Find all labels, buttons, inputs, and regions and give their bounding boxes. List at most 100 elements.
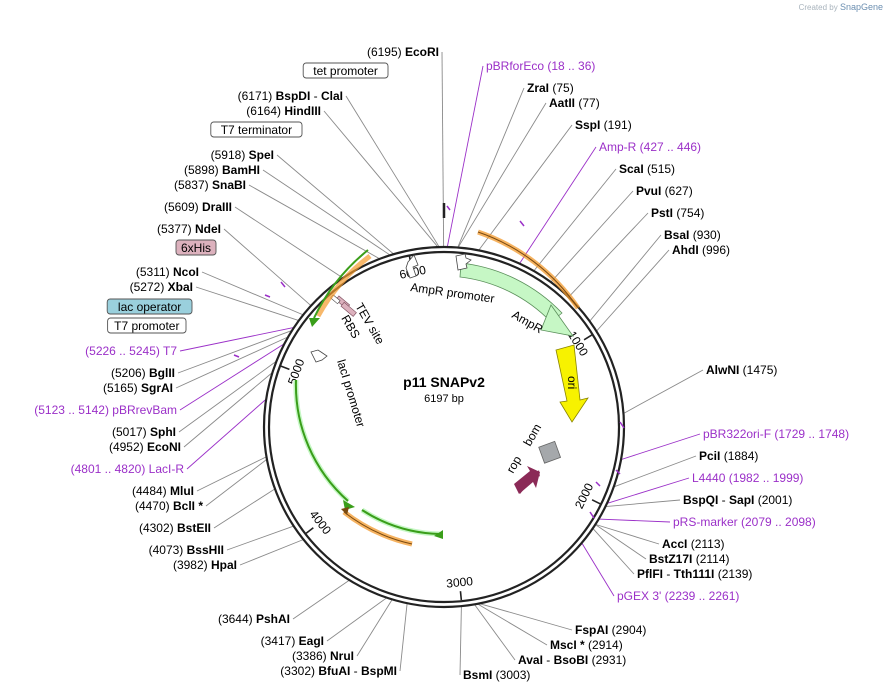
site-label: (3302) BfuAI - BspMI	[280, 664, 397, 678]
left-label-20: (4952) EcoNI	[109, 440, 181, 454]
site-label: AvaI - BsoBI (2931)	[518, 653, 626, 667]
plasmid-name: p11 SNAPv2	[403, 374, 485, 390]
leader-line	[239, 539, 304, 566]
leader-line	[479, 603, 573, 631]
ori-label: ori	[565, 376, 579, 389]
left-label-26: (3982) HpaI	[173, 558, 237, 572]
site-label: AatII (77)	[549, 96, 600, 110]
leader-line	[620, 433, 701, 461]
left-label-22: (4484) MluI	[132, 484, 194, 498]
site-label: PflFI - Tth111I (2139)	[637, 567, 752, 581]
ampr-promoter-arrow	[455, 253, 472, 271]
leader-line	[356, 599, 393, 657]
left-label-9: (5377) NdeI	[157, 222, 221, 236]
bottom-green-line	[361, 509, 441, 535]
leader-line	[179, 326, 295, 352]
bottom-orange-line	[343, 511, 413, 545]
leader-line	[326, 597, 388, 642]
left-label-1: tet promoter	[302, 62, 389, 79]
site-label: (5311) NcoI	[136, 265, 199, 279]
tev-site-box	[340, 301, 357, 317]
left-label-15: (5226 .. 5245) T7	[85, 344, 177, 358]
laci-promoter-arrow	[310, 349, 328, 363]
leader-line	[478, 124, 573, 251]
tick-label: 4000	[307, 508, 335, 538]
site-label: (4952) EcoNI	[109, 440, 181, 454]
snap-arrow-arc	[315, 254, 372, 318]
site-label: BsmI (3003)	[463, 668, 530, 682]
leader-line	[550, 190, 634, 283]
ori-arrow	[555, 344, 589, 423]
leader-line	[519, 146, 597, 264]
site-label: (5609) DraIII	[164, 200, 232, 214]
bom-box	[538, 440, 562, 464]
left-label-12: (5272) XbaI	[130, 280, 193, 294]
site-label: AccI (2113)	[662, 537, 725, 551]
left-label-27: (3644) PshAI	[218, 612, 290, 626]
leader-lines	[175, 51, 704, 676]
leader-line	[623, 369, 704, 414]
feature-label-text: tet promoter	[313, 64, 378, 78]
left-label-6: (5898) BamHI	[184, 163, 260, 177]
right-label-2: AatII (77)	[549, 96, 600, 110]
tick-mark	[280, 365, 290, 371]
leader-line	[596, 249, 670, 332]
feature-label-box	[302, 62, 389, 79]
snapgene-brand: SnapGene	[839, 2, 883, 12]
leader-line	[459, 606, 462, 676]
right-label-0: pBRforEco (18 .. 36)	[486, 59, 595, 73]
backbone-inner	[267, 250, 621, 604]
site-label: (5837) SnaBI	[174, 178, 246, 192]
primer-label: (4801 .. 4820) LacI-R	[71, 462, 185, 476]
laci-arrow-arc	[293, 379, 350, 503]
site-label: MscI * (2914)	[550, 638, 623, 652]
site-label: (5165) SgrAI	[103, 381, 173, 395]
left-label-10: 6xHis	[175, 239, 217, 256]
left-label-21: (4801 .. 4820) LacI-R	[71, 462, 185, 476]
plasmid-length: 6197 bp	[424, 393, 464, 405]
leader-line	[323, 110, 439, 248]
site-label: BsaI (930)	[664, 228, 721, 242]
primer-label: Amp-R (427 .. 446)	[599, 140, 701, 154]
primer-label: pGEX 3' (2239 .. 2261)	[617, 589, 739, 603]
leader-line	[568, 212, 649, 298]
left-label-8: (5609) DraIII	[164, 200, 232, 214]
leader-line	[446, 65, 484, 248]
site-label: (5918) SpeI	[211, 148, 274, 162]
right-label-23: BsmI (3003)	[463, 668, 530, 682]
ampr-promoter-label: AmpR promoter	[410, 280, 496, 306]
snap-arrow-line	[313, 249, 369, 319]
right-label-9: AhdI (996)	[672, 243, 730, 257]
primer-mark	[595, 481, 601, 487]
leader-line	[175, 336, 289, 389]
left-label-16: (5206) BglII	[111, 366, 175, 380]
left-label-3: (6164) HindIII	[246, 104, 321, 118]
site-label: (3386) NruI	[292, 649, 354, 663]
tick-label: 3000	[446, 574, 474, 591]
primer-label: (5226 .. 5245) T7	[85, 344, 177, 358]
feature-label-box	[106, 298, 193, 315]
leader-line	[177, 330, 293, 374]
leader-line	[345, 95, 440, 248]
primer-label: pBRforEco (18 .. 36)	[486, 59, 595, 73]
right-label-3: SspI (191)	[575, 118, 632, 132]
leader-line	[474, 604, 516, 661]
site-label: (3417) EagI	[261, 634, 324, 648]
bom-label: bom	[520, 421, 544, 448]
left-label-28: (3417) EagI	[261, 634, 324, 648]
left-label-29: (3386) NruI	[292, 649, 354, 663]
site-label: (3644) PshAI	[218, 612, 290, 626]
site-label: (6171) BspDI - ClaI	[238, 89, 343, 103]
left-label-19: (5017) SphI	[112, 425, 176, 439]
tick-mark	[591, 499, 601, 505]
right-label-8: BsaI (930)	[664, 228, 721, 242]
site-label: (5017) SphI	[112, 425, 176, 439]
leader-line	[226, 525, 294, 551]
left-label-14: T7 promoter	[107, 317, 187, 334]
primer-label: pRS-marker (2079 .. 2098)	[673, 515, 816, 529]
left-label-30: (3302) BfuAI - BspMI	[280, 664, 397, 678]
leader-line	[613, 455, 697, 488]
feature-label-text: T7 terminator	[221, 123, 292, 137]
left-label-18: (5123 .. 5142) pBRrevBam	[34, 403, 177, 417]
